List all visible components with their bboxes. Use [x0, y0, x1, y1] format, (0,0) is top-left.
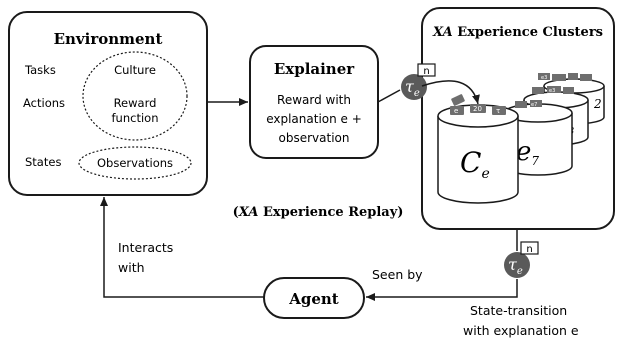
token-flag: n	[423, 66, 429, 77]
culture-reward-oval	[82, 51, 188, 141]
chip	[530, 100, 542, 107]
token-flag: n	[526, 244, 532, 255]
oval-reward: Reward	[114, 96, 157, 110]
explainer-line-1: Reward with	[277, 93, 351, 107]
state-transition-label-1: State-transition	[470, 303, 567, 318]
agent-box: Agent	[263, 277, 365, 319]
agent-to-env-arrow	[100, 197, 264, 298]
explainer-box: Explainer Reward with explanation e + ob…	[249, 45, 379, 159]
chip	[568, 73, 578, 80]
chip-label: e3	[549, 88, 555, 94]
chip	[580, 74, 592, 81]
interacts-label-1: Interacts	[118, 240, 173, 255]
env-label-states: States	[25, 155, 61, 169]
chip	[515, 101, 527, 108]
seen-by-label: Seen by	[372, 267, 423, 282]
chip-label: e3	[541, 75, 547, 81]
clusters-title: XA Experience Clusters	[432, 25, 603, 40]
env-label-actions: Actions	[23, 96, 65, 110]
environment-title: Environment	[54, 30, 163, 48]
env-label-tasks: Tasks	[24, 63, 56, 77]
chip-label: 20	[473, 105, 482, 113]
cylinder-ce-label: Ce	[460, 146, 490, 182]
token-to-agent-arrow	[366, 279, 518, 301]
explainer-title: Explainer	[274, 60, 355, 78]
svg-text:τe: τe	[508, 255, 523, 277]
chip-label: τ	[496, 107, 500, 115]
explainer-to-token-line	[377, 89, 401, 103]
oval-culture: Culture	[114, 63, 156, 77]
cylinder-ce7: e7 e7	[503, 100, 573, 176]
token-bottom: τe n	[504, 241, 539, 278]
replay-label: (XA Experience Replay)	[233, 205, 404, 220]
observations-oval	[78, 146, 192, 180]
chip	[450, 106, 464, 115]
agent-title: Agent	[288, 290, 339, 308]
chip	[563, 87, 574, 94]
chip-label: e7	[531, 102, 537, 108]
environment-box: Environment Tasks Actions States Culture…	[8, 11, 208, 196]
chip	[532, 87, 544, 94]
chip	[470, 104, 486, 113]
oval-observations: Observations	[97, 156, 173, 170]
chip	[552, 74, 566, 81]
oval-function: function	[112, 111, 159, 125]
cylinder-ce7-label: e7	[516, 137, 539, 168]
explainer-line-3: observation	[279, 131, 350, 145]
chip	[547, 86, 561, 93]
chip	[492, 106, 506, 115]
svg-text:τe: τe	[405, 77, 420, 99]
state-transition-label-2: with explanation e	[463, 323, 579, 338]
clusters-box: XA Experience Clusters 2 e3 Ce3 e3	[421, 7, 615, 230]
incoming-chip	[451, 94, 465, 106]
token-top: τe n	[401, 63, 436, 100]
cylinder-ce: Ce e 20 τ	[437, 104, 519, 204]
interacts-label-2: with	[118, 260, 145, 275]
chip	[538, 73, 550, 80]
token-to-cluster-arrow	[421, 80, 480, 105]
cylinder-c2-sub: 2	[593, 97, 602, 111]
explainer-line-2: explanation e +	[266, 112, 362, 126]
chip-label: e	[454, 107, 458, 115]
